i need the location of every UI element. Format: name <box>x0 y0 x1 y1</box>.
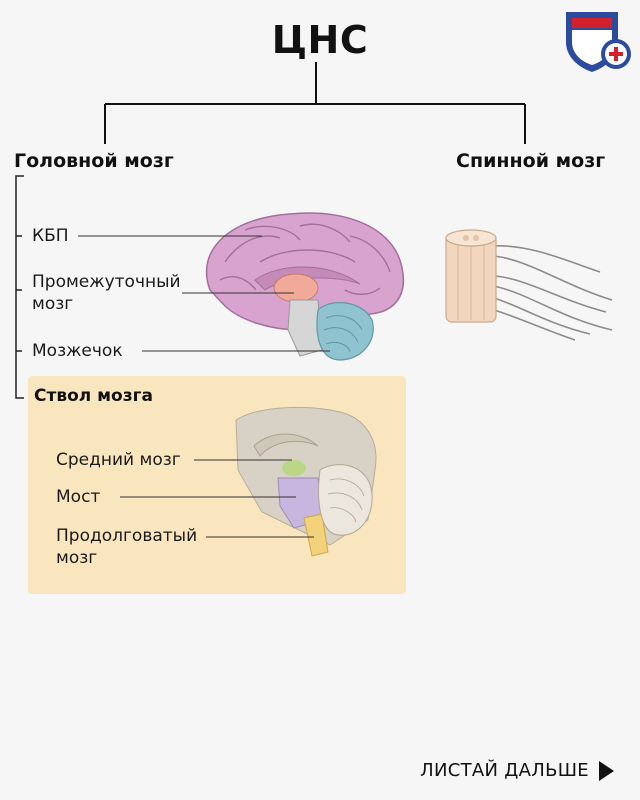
brainstem-illustration <box>235 407 377 557</box>
label-medulla-line1: Продолговатый <box>56 526 198 546</box>
tree-connectors <box>104 62 526 144</box>
brainstem-title: Ствол мозга <box>34 386 153 406</box>
brain-leader-lines <box>78 235 330 352</box>
page-title: ЦНС <box>271 18 369 62</box>
label-midbrain: Средний мозг <box>56 450 181 470</box>
brain-branch-label: Головной мозг <box>14 150 174 172</box>
spinal-cord-illustration <box>445 229 613 341</box>
label-diencephalon-line1: Промежуточный <box>32 272 181 292</box>
brain-parts-bracket <box>15 175 24 399</box>
next-page-button[interactable]: ЛИСТАЙ ДАЛЬШЕ <box>420 760 614 781</box>
next-page-label: ЛИСТАЙ ДАЛЬШЕ <box>420 760 589 781</box>
label-diencephalon-line2: мозг <box>32 294 74 314</box>
label-medulla-line2: мозг <box>56 548 98 568</box>
label-pons: Мост <box>56 487 101 507</box>
medical-shield-logo <box>566 12 631 72</box>
label-kbp: КБП <box>32 226 69 246</box>
brainstem-leader-lines <box>120 459 314 538</box>
brain-sagittal-illustration <box>205 212 405 361</box>
play-arrow-icon <box>599 760 614 781</box>
spinal-cord-branch-label: Спинной мозг <box>456 150 606 172</box>
label-cerebellum: Мозжечок <box>32 341 123 361</box>
